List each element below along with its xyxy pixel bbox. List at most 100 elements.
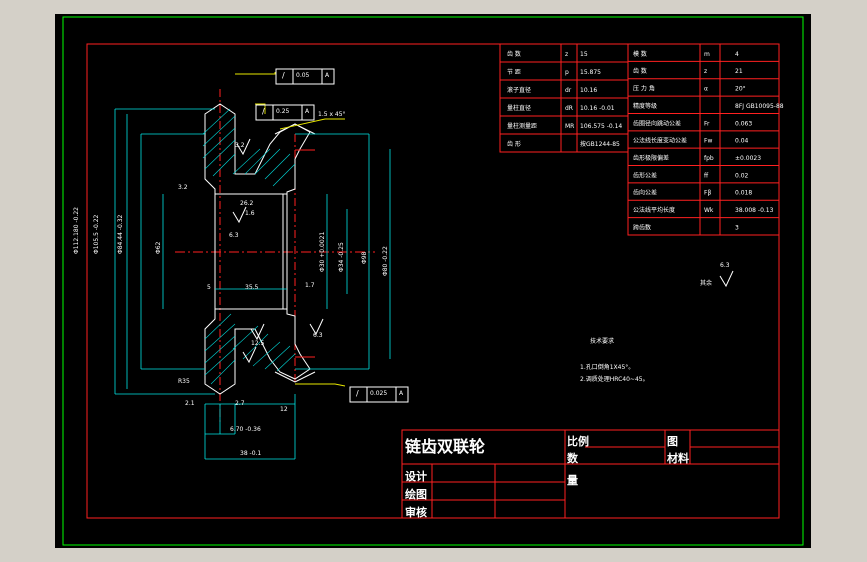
tech-req-title: 技术要求 xyxy=(590,338,615,345)
drawing-title: 链齿双联轮 xyxy=(405,437,486,456)
left-param-value: 按GB1244-85 xyxy=(580,140,620,148)
left-param-value: 10.16 xyxy=(580,87,597,94)
qty-label: 数 xyxy=(567,452,578,465)
tech-req-1: 1.孔口倒角1X45°。 xyxy=(580,364,635,371)
left-param-name: 滚子直径 xyxy=(507,86,531,94)
title-block xyxy=(401,429,780,519)
part-section xyxy=(114,72,391,460)
tech-req-2: 2.调质处理HRC40~45。 xyxy=(580,376,649,383)
dim-d5: Φ30 +0.0021 xyxy=(319,231,326,272)
param-table-right xyxy=(627,43,780,236)
dim-d7: Φ98 xyxy=(361,251,368,264)
roughness-symbols xyxy=(232,138,734,364)
right-param-value: 0.063 xyxy=(735,120,752,127)
rough-6: 3.2 xyxy=(235,142,245,149)
left-param-name: 量柱测量距 xyxy=(507,122,537,130)
right-param-value: ±0.0023 xyxy=(735,155,761,162)
rough-4: 12.5 xyxy=(251,340,265,347)
right-param-name: 模 数 xyxy=(633,50,647,58)
dim-w5: 26.2 xyxy=(240,200,254,207)
dim-d8: Φ80 -0.22 xyxy=(382,246,389,276)
scale-label: 比例 xyxy=(567,435,589,448)
right-param-name: 齿圈径向跳动公差 xyxy=(633,119,681,127)
left-param-symbol: z xyxy=(565,51,568,58)
right-param-symbol: Fw xyxy=(704,138,712,145)
dim-d1: Φ112.180 -0.22 xyxy=(73,207,80,254)
right-param-value: 3 xyxy=(735,224,739,231)
right-param-name: 齿向公差 xyxy=(633,189,657,197)
right-param-symbol: Fβ xyxy=(704,190,711,197)
tol3-sym: / xyxy=(356,389,359,398)
tol2-datum: A xyxy=(305,108,310,115)
left-param-name: 齿 数 xyxy=(507,50,521,58)
left-param-symbol: dr xyxy=(565,87,572,94)
left-param-name: 齿 形 xyxy=(507,140,521,148)
designer-label: 设计 xyxy=(405,470,427,483)
dim-w6: 1.7 xyxy=(305,282,315,289)
rough-3: 6.3 xyxy=(229,232,239,239)
left-param-value: 15.875 xyxy=(580,69,601,76)
right-param-name: 跨齿数 xyxy=(633,223,651,231)
right-param-name: 公法线长度变动公差 xyxy=(633,137,687,145)
tol2-sym: / xyxy=(262,107,265,116)
tol1-datum: A xyxy=(325,72,330,79)
tolerance-frame-3 xyxy=(349,386,409,403)
drafter-label: 绘图 xyxy=(405,488,427,501)
left-param-symbol: dR xyxy=(565,105,573,112)
other-roughness-value: 6.3 xyxy=(720,262,730,269)
text-layer: 链齿双联轮 比例 数 图 材料 量 设计 绘图 审核 技术要求 1.孔口倒角1X… xyxy=(55,14,811,548)
right-param-value: 0.018 xyxy=(735,190,752,197)
hatch-bottom xyxy=(204,313,296,385)
left-param-symbol: p xyxy=(565,69,569,76)
right-param-value: 20° xyxy=(735,86,746,93)
right-param-symbol: m xyxy=(704,51,710,58)
other-roughness-label: 其余 xyxy=(700,280,713,287)
dim-w8: 38 -0.1 xyxy=(240,450,262,457)
outer-frame xyxy=(62,16,804,546)
qty-label-2: 量 xyxy=(567,474,578,487)
dim-w7: 35.5 xyxy=(245,284,259,291)
tooth-tip-top xyxy=(274,123,316,135)
rough-2: 1.6 xyxy=(245,210,255,217)
dim-d3: Φ84.44 -0.32 xyxy=(117,214,124,254)
tooth-tip-bottom xyxy=(274,371,316,383)
right-param-symbol: α xyxy=(704,86,708,93)
right-param-symbol: Wk xyxy=(704,207,714,214)
tol1-val: 0.05 xyxy=(296,72,310,79)
tolerance-frame-1 xyxy=(275,68,335,85)
right-param-value: 8FJ GB10095-88 xyxy=(735,103,784,110)
dim-chamfer: 1.5 x 45° xyxy=(318,111,346,118)
tol2-val: 0.25 xyxy=(276,108,290,115)
right-param-symbol: fpb xyxy=(704,155,714,162)
material-label: 材料 xyxy=(667,452,689,465)
right-param-name: 齿形公差 xyxy=(633,171,657,179)
dim-w1: 2.1 xyxy=(185,400,195,407)
right-param-value: 0.04 xyxy=(735,138,749,145)
dim-d6: Φ34 -0.25 xyxy=(338,242,345,272)
left-param-name: 节 距 xyxy=(507,68,521,76)
right-param-value: 0.02 xyxy=(735,172,749,179)
dim-r2: R35 xyxy=(178,378,190,385)
left-param-value: 15 xyxy=(580,51,588,58)
right-param-value: 38.008 -0.13 xyxy=(735,207,774,214)
reviewer-label: 审核 xyxy=(405,506,427,519)
right-param-symbol: ff xyxy=(704,172,709,179)
right-param-name: 齿形极限偏差 xyxy=(633,154,669,162)
left-param-value: 10.16 -0.01 xyxy=(580,105,615,112)
right-param-name: 齿 数 xyxy=(633,67,647,75)
right-param-name: 精度等级 xyxy=(633,102,657,110)
right-param-name: 公法线平均长度 xyxy=(633,206,675,214)
tol1-sym: / xyxy=(282,71,285,80)
tol3-val: 0.025 xyxy=(370,390,388,397)
dim-d2: Φ105.5 -0.22 xyxy=(93,214,100,254)
dim-r1: 5 xyxy=(207,284,211,291)
figure-label: 图 xyxy=(667,435,678,448)
dim-d4: Φ62 xyxy=(155,241,162,254)
tolerance-frame-2 xyxy=(255,104,315,121)
rough-1: 3.2 xyxy=(178,184,188,191)
dim-w3: 12 xyxy=(280,406,288,413)
